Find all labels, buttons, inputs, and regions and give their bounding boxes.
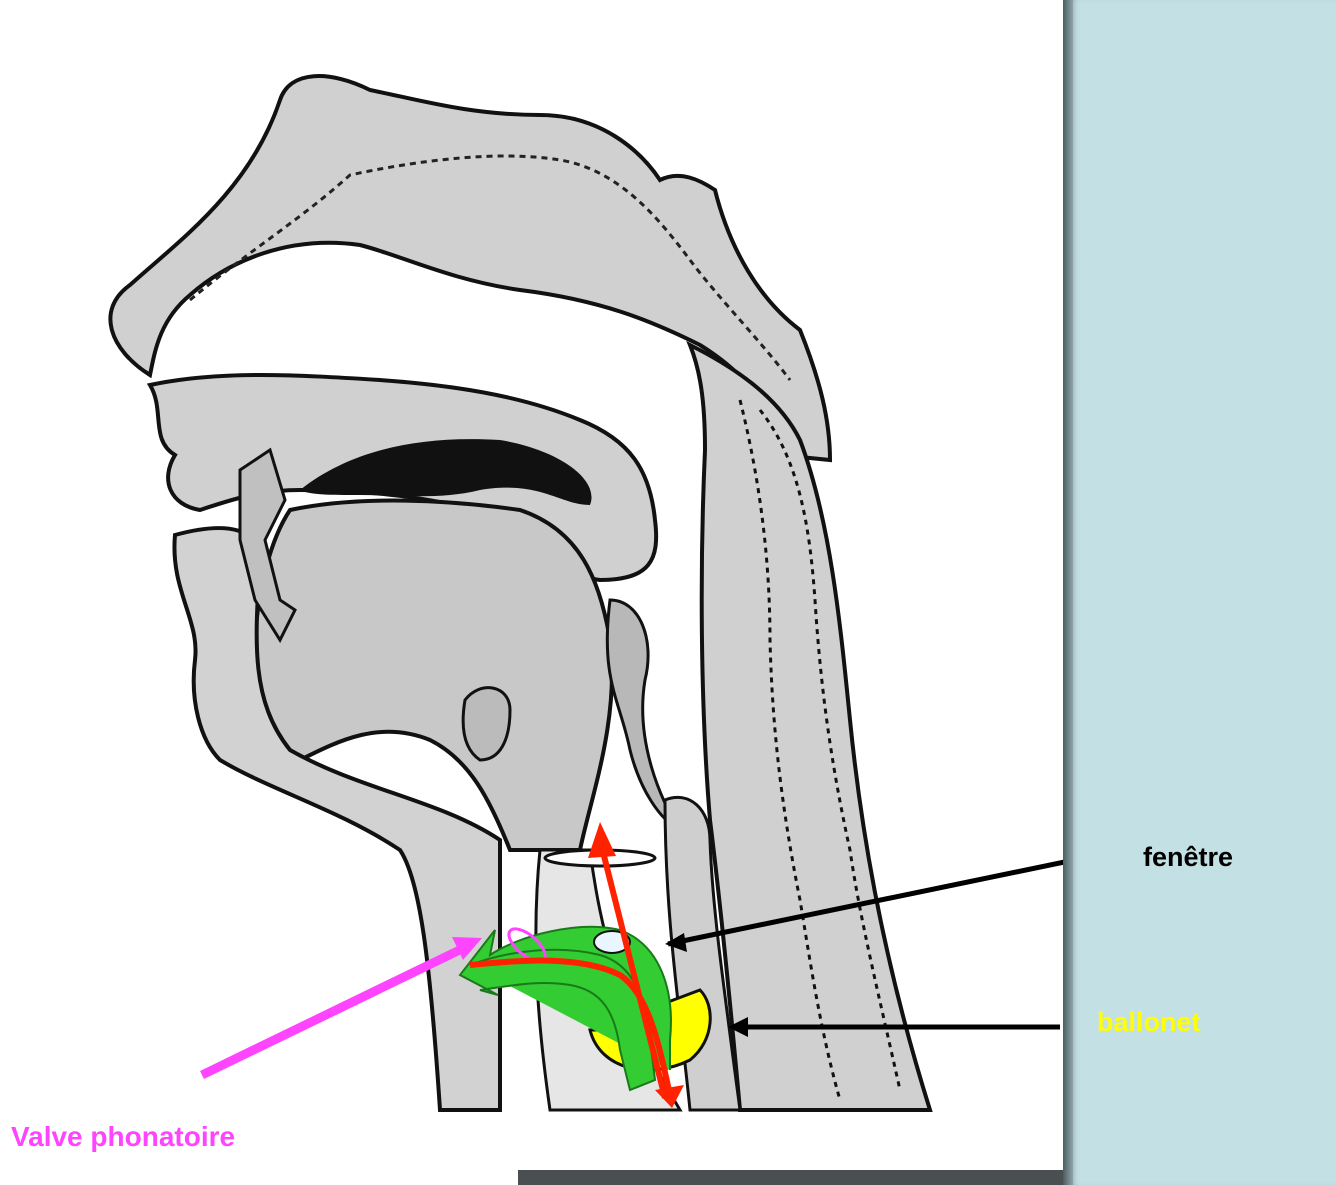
airflow-arrow-head-up <box>588 822 616 858</box>
pointer-valve <box>202 945 470 1075</box>
label-ballonet: ballonet <box>1097 1007 1201 1038</box>
label-valve-phonatoire: Valve phonatoire <box>11 1121 235 1153</box>
head-neck-sagittal-diagram <box>0 0 1063 1170</box>
bottom-bar <box>518 1170 1063 1185</box>
label-fenetre: fenêtre <box>1143 842 1233 873</box>
epiglottis <box>607 600 680 830</box>
